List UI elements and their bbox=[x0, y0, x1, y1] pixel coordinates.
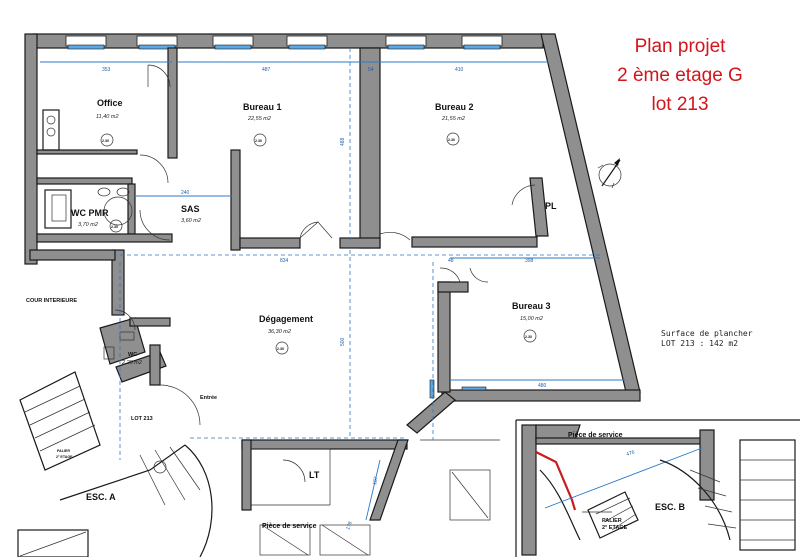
title-line-1: Plan projet bbox=[634, 36, 726, 57]
inset-piece-service-label: Pièce de service bbox=[568, 432, 623, 439]
bureau3-bottom-wall bbox=[441, 389, 641, 402]
room-lt-label: LT bbox=[309, 470, 320, 480]
dimension-labels: 353 487 54 410 488 240 834 48 398 500 48… bbox=[102, 67, 636, 531]
room-bureau2-name: Bureau 2 bbox=[435, 102, 474, 112]
lot-label: LOT 213 bbox=[131, 416, 153, 422]
lt-room bbox=[251, 448, 371, 556]
wc-toilet-icon bbox=[103, 346, 115, 360]
fixtures bbox=[42, 109, 135, 360]
room-bureau2-code: 2.30 bbox=[448, 138, 455, 142]
title-line-3: lot 213 bbox=[651, 94, 709, 115]
surface-summary: Surface de plancher LOT 213 : 142 m2 bbox=[661, 329, 800, 349]
room-bureau3-name: Bureau 3 bbox=[512, 301, 551, 311]
dim-middle: 54 bbox=[368, 67, 374, 73]
dim-office-width: 353 bbox=[102, 67, 111, 73]
room-labels: Office 11,40 m2 2.30 Bureau 1 22,55 m2 2… bbox=[26, 98, 686, 531]
palier-a-label: PALIER bbox=[57, 449, 70, 453]
palier-b-floor: 2° ETAGE bbox=[602, 525, 628, 531]
dim-inset: 476 bbox=[626, 449, 636, 458]
room-office-area: 11,40 m2 bbox=[96, 114, 119, 120]
title-line-2: 2 ème etage G bbox=[617, 65, 743, 86]
room-sas-name: SAS bbox=[181, 204, 200, 214]
room-wcpmr-area: 3,70 m2 bbox=[78, 222, 98, 228]
esc-a-label: ESC. A bbox=[86, 492, 116, 502]
highlight-line bbox=[535, 451, 577, 511]
kitchen-counter bbox=[42, 109, 60, 151]
dim-b3-b: 398 bbox=[525, 258, 534, 264]
dim-bureau1-height: 488 bbox=[340, 137, 346, 146]
wc-pmr-toilet-area bbox=[44, 189, 72, 229]
room-wc-name: WC bbox=[128, 352, 137, 358]
surface-line-1: Surface de plancher bbox=[661, 329, 753, 338]
plan-title: Plan projet 2 ème etage G lot 213 bbox=[595, 32, 765, 119]
dim-b3-a: 48 bbox=[448, 258, 454, 264]
room-degagement-code: 2.30 bbox=[277, 347, 284, 351]
dim-b3-bottom: 480 bbox=[538, 383, 547, 389]
room-bureau1-code: 2.30 bbox=[255, 139, 262, 143]
dim-degagement-height: 500 bbox=[340, 337, 346, 346]
cour-interieure-label: COUR INTERIEURE bbox=[26, 298, 77, 304]
dimension-lines bbox=[40, 48, 625, 521]
palier-a-floor: 2° ETAGE bbox=[56, 455, 73, 459]
room-wcpmr-name: WC PMR bbox=[71, 208, 109, 218]
left-exterior-wall bbox=[24, 33, 38, 265]
dim-sas-width: 240 bbox=[181, 190, 190, 196]
entree-label: Entrée bbox=[200, 395, 217, 401]
washbasin-icon bbox=[97, 187, 111, 197]
dim-bureau1-width: 487 bbox=[262, 67, 271, 73]
staircase-a bbox=[17, 371, 213, 557]
exterior-walls bbox=[24, 33, 641, 402]
room-degagement-area: 36,30 m2 bbox=[268, 329, 291, 335]
room-sas-area: 3,60 m2 bbox=[181, 218, 201, 224]
surface-line-2: LOT 213 : 142 m2 bbox=[661, 339, 739, 348]
room-office-code: 2.30 bbox=[102, 139, 109, 143]
room-bureau1-name: Bureau 1 bbox=[243, 102, 282, 112]
room-wcpmr-code: 2.30 bbox=[111, 225, 118, 229]
room-wc-area: 2,25 m2 bbox=[121, 360, 142, 366]
room-bureau1-area: 22,55 m2 bbox=[247, 116, 271, 122]
room-bureau3-code: 2.30 bbox=[525, 335, 532, 339]
lower-right-area bbox=[420, 439, 500, 521]
room-office-name: Office bbox=[97, 98, 123, 108]
inset-plan bbox=[515, 419, 800, 557]
room-bureau2-area: 21,55 m2 bbox=[441, 116, 465, 122]
interior-walls bbox=[29, 47, 549, 521]
esc-b-label: ESC. B bbox=[655, 502, 686, 512]
room-pl-label: PL bbox=[545, 201, 557, 211]
piece-service-label: Pièce de service bbox=[262, 523, 317, 530]
north-arrow-icon bbox=[597, 158, 622, 189]
window-glazing bbox=[67, 44, 501, 50]
door-swings bbox=[114, 64, 536, 483]
dim-bureau2-width: 410 bbox=[455, 67, 464, 73]
dim-lt-width: 178 bbox=[345, 521, 354, 531]
room-bureau3-area: 15,00 m2 bbox=[520, 316, 543, 322]
dim-lt-height: 187 bbox=[372, 476, 379, 485]
palier-b-label: PALIER bbox=[602, 518, 622, 524]
room-degagement-name: Dégagement bbox=[259, 314, 313, 324]
dim-corridor-width: 834 bbox=[280, 258, 289, 264]
